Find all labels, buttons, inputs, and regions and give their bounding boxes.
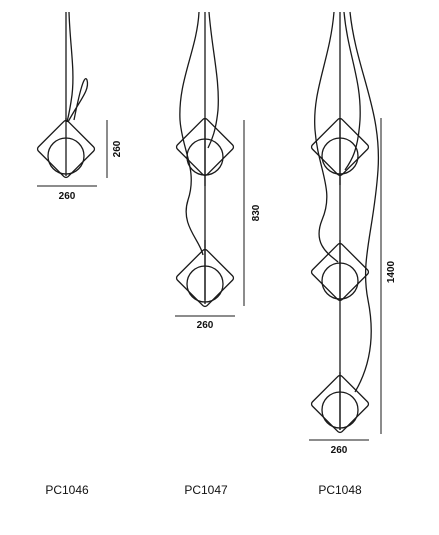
pc1048-diamond-frame	[310, 374, 370, 434]
pc1047-height-label: 830	[251, 204, 262, 221]
pc1048-cable	[343, 11, 361, 171]
pc1047-diamond-frame	[175, 117, 235, 177]
pc1047-pendant-1	[175, 117, 235, 186]
pc1047-cable	[179, 11, 204, 256]
pc1048-cable	[314, 11, 339, 263]
pc1048-pendant-3	[310, 372, 370, 434]
pc1046-dimensions	[37, 120, 108, 187]
pc1048-pendant-2	[310, 240, 370, 302]
pc1046-width-label: 260	[59, 191, 76, 202]
pc1047-diamond-frame	[175, 248, 235, 308]
pc1046-cable-loop	[67, 77, 89, 123]
pc1048-width-label: 260	[331, 445, 348, 456]
pc1046-cable	[66, 11, 74, 123]
pc1048-lamp-drawing	[310, 11, 380, 434]
pc1047-lamp-drawing	[175, 11, 235, 308]
pc1047-model-code: PC1047	[184, 483, 228, 497]
pc1048-diamond-frame	[310, 242, 370, 302]
pc1047-cable	[207, 11, 219, 149]
pc1048-diamond-frame	[310, 117, 370, 177]
pc1048-height-label: 1400	[386, 260, 397, 283]
pc1048-dimensions	[309, 118, 382, 441]
pc1048-cable	[349, 11, 380, 393]
pc1047-width-label: 260	[197, 320, 214, 331]
pc1046-diamond-frame	[36, 119, 96, 179]
pc1048-pendant-1	[310, 117, 370, 185]
pc1046-pendant-1	[36, 118, 96, 179]
pc1048-model-code: PC1048	[318, 483, 362, 497]
pc1046-lamp-drawing	[36, 11, 96, 179]
pc1046-model-code: PC1046	[45, 483, 89, 497]
pc1047-dimensions	[175, 120, 245, 317]
pc1046-height-label: 260	[112, 140, 123, 157]
pc1047-pendant-2	[175, 240, 235, 308]
